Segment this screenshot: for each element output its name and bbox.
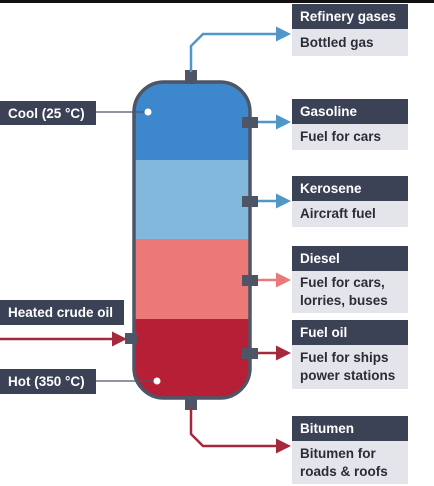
label-hot: Hot (350 °C) — [0, 369, 96, 394]
fraction-name-fuel-oil: Fuel oil — [292, 320, 408, 345]
nozzle-fuel-oil — [242, 348, 258, 359]
bottom-nozzle — [185, 396, 197, 410]
fraction-use-fuel-oil: Fuel for ships power stations — [292, 345, 408, 389]
fraction-use-refinery-gases: Bottled gas — [292, 29, 408, 56]
top-nozzle — [185, 70, 197, 84]
arrow-bitumen — [189, 408, 291, 454]
label-cool: Cool (25 °C) — [0, 101, 96, 125]
band-light-blue — [134, 160, 250, 239]
fraction-name-refinery-gases: Refinery gases — [292, 4, 408, 29]
nozzle-gasoline — [242, 117, 258, 128]
fraction-use-diesel: Fuel for cars, lorries, buses — [292, 271, 408, 313]
dot-hot — [153, 377, 161, 385]
nozzle-kerosene — [242, 196, 258, 207]
label-heated-crude-oil: Heated crude oil — [0, 300, 124, 325]
column-temperature-bands — [134, 82, 250, 398]
fraction-name-diesel: Diesel — [292, 246, 408, 271]
fraction-name-kerosene: Kerosene — [292, 176, 408, 201]
band-pink — [134, 239, 250, 319]
band-hot — [134, 319, 250, 398]
dot-cool — [144, 108, 152, 116]
top-rule — [0, 0, 434, 3]
band-cool — [134, 82, 250, 160]
fraction-use-kerosene: Aircraft fuel — [292, 201, 408, 227]
fraction-name-gasoline: Gasoline — [292, 99, 408, 124]
feed-nozzle — [125, 333, 137, 344]
fraction-name-bitumen: Bitumen — [292, 416, 408, 441]
nozzle-diesel — [242, 275, 258, 286]
fraction-use-gasoline: Fuel for cars — [292, 124, 408, 150]
arrow-refinery-gases — [189, 26, 291, 72]
fraction-use-bitumen: Bitumen for roads & roofs — [292, 441, 408, 484]
